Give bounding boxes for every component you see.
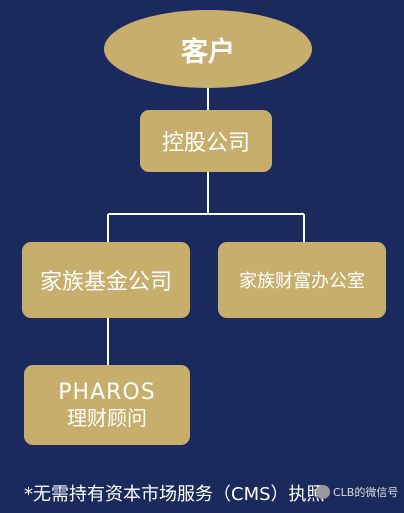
wechat-icon	[316, 485, 330, 499]
pharos-role: 理财顾问	[67, 406, 147, 431]
holding-company-node: 控股公司	[140, 110, 272, 172]
pharos-advisor-node: PHAROS 理财顾问	[24, 365, 190, 445]
watermark-text: CLB的微信号	[333, 486, 399, 499]
watermark: CLB的微信号	[316, 484, 398, 500]
footnote: *无需持有资本市场服务（CMS）执照	[24, 484, 325, 505]
pharos-name: PHAROS	[58, 379, 156, 405]
family-fund-company-node: 家族基金公司	[22, 242, 190, 318]
family-office-node: 家族财富办公室	[218, 242, 386, 318]
customer-node: 客户	[104, 10, 312, 88]
